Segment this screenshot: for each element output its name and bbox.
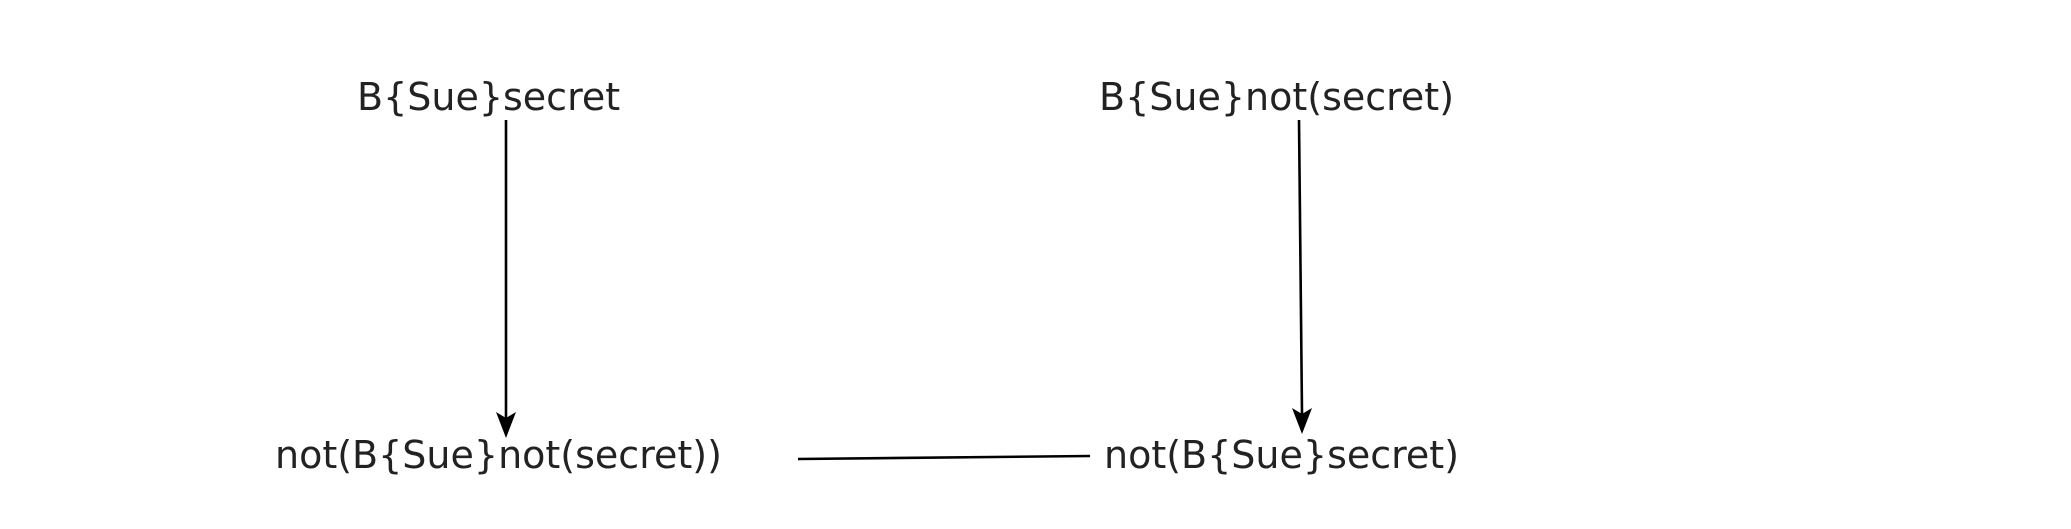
edge-bottom-left-to-bottom-right — [797, 454, 1091, 461]
node-bottom-left: not(B{Sue}not(secret)) — [275, 433, 722, 477]
node-top-left: B{Sue}secret — [357, 75, 620, 119]
node-top-right: B{Sue}not(secret) — [1099, 75, 1454, 119]
edge-line — [1297, 119, 1304, 415]
node-bottom-right: not(B{Sue}secret) — [1104, 433, 1459, 477]
edge-line — [797, 454, 1091, 461]
arrowhead-icon — [1292, 408, 1312, 434]
edge-top-right-to-bottom-right — [1292, 119, 1312, 434]
edge-top-left-to-bottom-left — [496, 120, 516, 438]
arrowhead-icon — [496, 412, 516, 438]
